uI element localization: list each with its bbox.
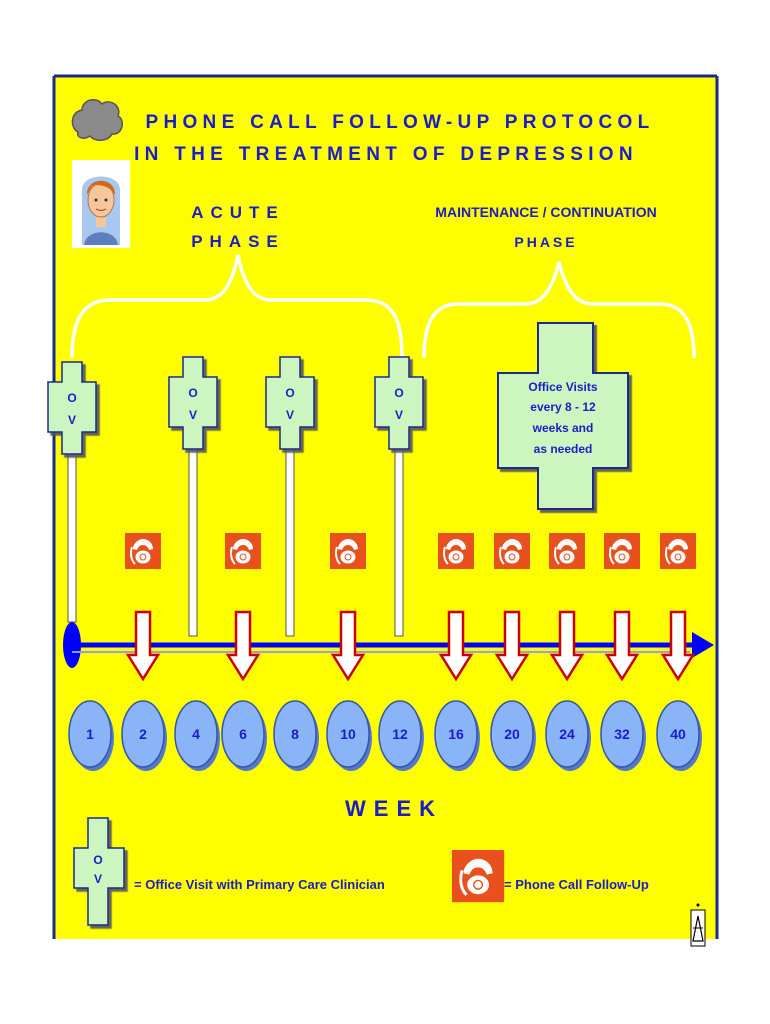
week-label: 24 bbox=[559, 726, 575, 742]
office-visits-note-line-4: as needed bbox=[534, 442, 593, 456]
maintenance-phase-label-2: PHASE bbox=[514, 234, 577, 250]
week-marker: 32 bbox=[600, 700, 646, 771]
office-visit-marker: OV bbox=[47, 361, 97, 623]
phone-icon bbox=[437, 532, 475, 570]
timeline bbox=[63, 622, 714, 668]
office-visits-frequency-cross: Office Visits every 8 - 12 weeks and as … bbox=[497, 322, 629, 510]
maintenance-phase-label-1: MAINTENANCE / CONTINUATION bbox=[435, 204, 656, 220]
acute-phase-label-1: ACUTE bbox=[191, 203, 285, 222]
legend-phone-icon bbox=[450, 848, 506, 904]
phone-icon bbox=[659, 532, 697, 570]
down-arrow-icon bbox=[660, 610, 696, 682]
phone-call-markers bbox=[124, 532, 697, 682]
phone-call-marker bbox=[493, 532, 531, 682]
week-marker: 20 bbox=[490, 700, 536, 771]
down-arrow-icon bbox=[125, 610, 161, 682]
phone-call-marker bbox=[548, 532, 586, 682]
diagram-background bbox=[54, 76, 717, 939]
legend-office-visit: O V = Office Visit with Primary Care Cli… bbox=[73, 817, 385, 926]
ov-letter-o: O bbox=[394, 386, 403, 400]
phone-icon bbox=[603, 532, 641, 570]
ov-letter-v: V bbox=[286, 408, 294, 422]
phone-icon bbox=[548, 532, 586, 570]
week-marker: 10 bbox=[326, 700, 372, 771]
week-label: 32 bbox=[614, 726, 630, 742]
down-arrow-icon bbox=[494, 610, 530, 682]
ov-letter-o: O bbox=[285, 386, 294, 400]
week-label: 16 bbox=[448, 726, 464, 742]
week-label: 1 bbox=[86, 726, 94, 742]
maintenance-phase-brace bbox=[422, 261, 696, 359]
week-marker: 40 bbox=[656, 700, 702, 771]
phone-icon bbox=[493, 532, 531, 570]
person-portrait-icon bbox=[72, 160, 130, 248]
office-visits-note-line-3: weeks and bbox=[532, 421, 594, 435]
legend-phone-call-text: = Phone Call Follow-Up bbox=[504, 877, 649, 892]
down-arrow-icon bbox=[330, 610, 366, 682]
phone-icon bbox=[224, 532, 262, 570]
down-arrow-icon bbox=[604, 610, 640, 682]
week-marker: 8 bbox=[273, 700, 319, 771]
ov-letter-v: V bbox=[395, 408, 403, 422]
week-axis-label: WEEK bbox=[345, 796, 443, 821]
week-label: 8 bbox=[291, 726, 299, 742]
down-arrow-icon bbox=[225, 610, 261, 682]
week-marker: 4 bbox=[174, 700, 220, 771]
week-label: 10 bbox=[340, 726, 356, 742]
legend-office-visit-text: = Office Visit with Primary Care Clinici… bbox=[134, 877, 385, 892]
phone-call-marker bbox=[603, 532, 641, 682]
ov-letter-o: O bbox=[67, 391, 76, 405]
office-visit-marker: OV bbox=[168, 356, 218, 637]
phone-call-marker bbox=[659, 532, 697, 682]
week-marker: 12 bbox=[378, 700, 424, 771]
ov-letter-v: V bbox=[68, 413, 76, 427]
week-marker: 16 bbox=[434, 700, 480, 771]
office-visits-note-line-1: Office Visits bbox=[528, 380, 597, 394]
phone-icon bbox=[124, 532, 162, 570]
down-arrow-icon bbox=[438, 610, 474, 682]
office-visits-note-line-2: every 8 - 12 bbox=[530, 400, 596, 414]
title-line-2: IN THE TREATMENT OF DEPRESSION bbox=[134, 144, 638, 165]
legend-ov-letter-o: O bbox=[93, 853, 102, 867]
week-label: 2 bbox=[139, 726, 147, 742]
acute-phase-label-2: PHASE bbox=[191, 232, 285, 251]
week-marker: 2 bbox=[121, 700, 167, 771]
week-label: 4 bbox=[192, 726, 200, 742]
week-label: 40 bbox=[670, 726, 686, 742]
phone-call-marker bbox=[124, 532, 162, 682]
week-marker: 6 bbox=[221, 700, 267, 771]
phone-icon bbox=[329, 532, 367, 570]
phone-call-marker bbox=[224, 532, 262, 682]
phone-call-marker bbox=[329, 532, 367, 682]
office-visit-marker: OV bbox=[265, 356, 315, 637]
week-marker: 24 bbox=[545, 700, 591, 771]
ov-letter-v: V bbox=[189, 408, 197, 422]
phone-call-marker bbox=[437, 532, 475, 682]
acute-phase-brace bbox=[70, 254, 404, 359]
cloud-icon bbox=[71, 99, 123, 141]
week-label: 6 bbox=[239, 726, 247, 742]
week-marker: 1 bbox=[68, 700, 114, 771]
legend-phone-call: = Phone Call Follow-Up bbox=[450, 848, 649, 904]
week-label: 12 bbox=[392, 726, 408, 742]
down-arrow-icon bbox=[549, 610, 585, 682]
publisher-logo bbox=[690, 903, 706, 947]
week-label: 20 bbox=[504, 726, 520, 742]
office-visit-marker: OV bbox=[374, 356, 424, 637]
title-line-1: PHONE CALL FOLLOW-UP PROTOCOL bbox=[145, 112, 654, 133]
ov-letter-o: O bbox=[188, 386, 197, 400]
legend-ov-letter-v: V bbox=[94, 872, 102, 886]
